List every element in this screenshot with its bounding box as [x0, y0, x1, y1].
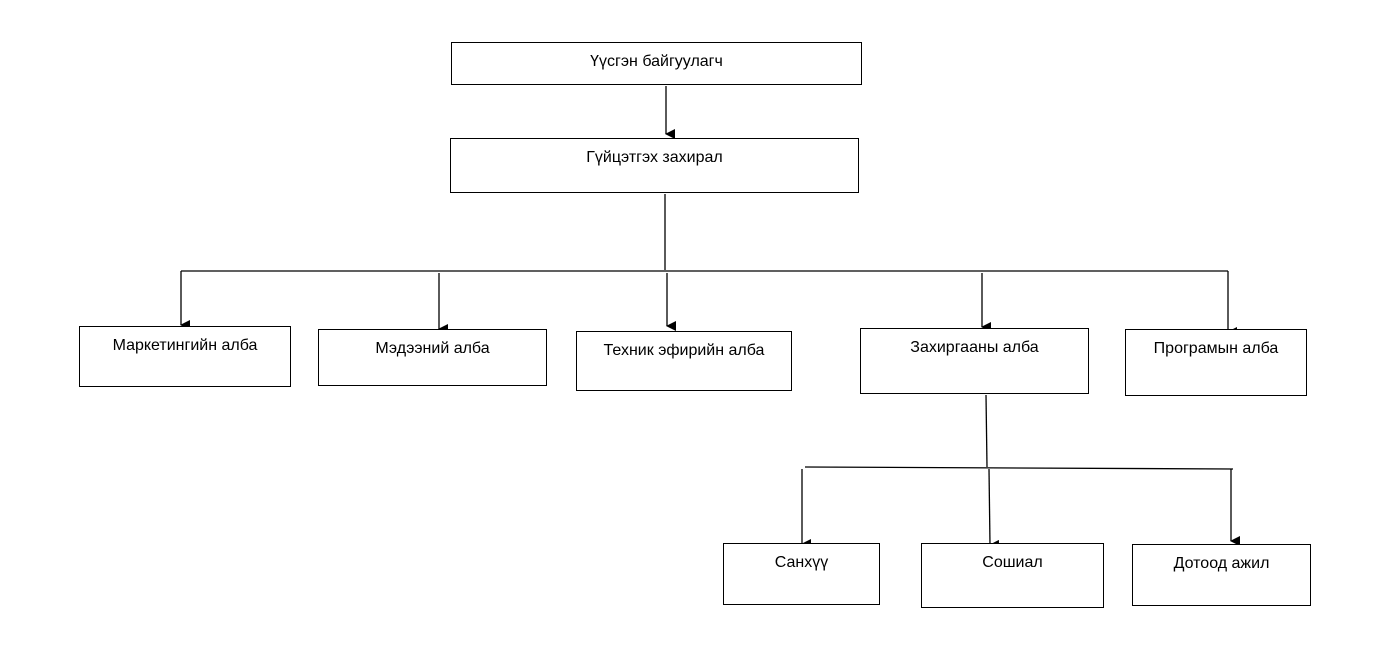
- node-social: Сошиал: [921, 543, 1104, 608]
- node-knowledge-label: Мэдээний алба: [375, 340, 490, 357]
- node-program-label: Програмын алба: [1153, 340, 1279, 357]
- node-finance: Санхүү: [723, 543, 880, 605]
- node-director: Гүйцэтгэх захирал: [450, 138, 859, 193]
- node-marketing-label: Маркетингийн алба: [112, 337, 258, 354]
- node-program: Програмын алба: [1125, 329, 1307, 396]
- node-internal: Дотоод ажил: [1132, 544, 1311, 606]
- node-director-label: Гүйцэтгэх захирал: [586, 149, 723, 166]
- arrow-to-social: [988, 468, 1000, 550]
- line-admin-trunk: [985, 394, 988, 468]
- node-admin-label: Захиргааны алба: [910, 339, 1039, 356]
- node-finance-label: Санхүү: [774, 554, 829, 571]
- node-internal-label: Дотоод ажил: [1173, 555, 1270, 572]
- node-social-label: Сошиал: [982, 554, 1043, 571]
- node-knowledge: Мэдээний алба: [318, 329, 547, 386]
- node-tech-label: Техник эфирийн алба: [603, 342, 765, 359]
- node-tech: Техник эфирийн алба: [576, 331, 792, 391]
- node-admin: Захиргааны алба: [860, 328, 1089, 394]
- node-founder: Үүсгэн байгуулагч: [451, 42, 862, 85]
- node-marketing: Маркетингийн алба: [79, 326, 291, 387]
- line-admin-bus: [804, 466, 1234, 470]
- node-founder-label: Үүсгэн байгуулагч: [590, 53, 723, 70]
